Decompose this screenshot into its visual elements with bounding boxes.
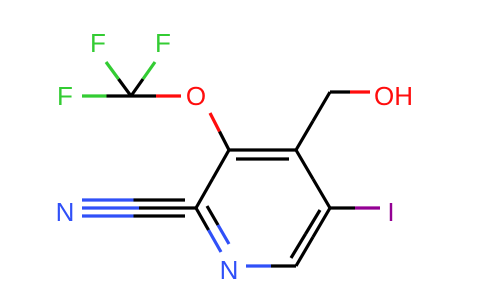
ring-c5-c6-inner-bond-b xyxy=(289,233,307,259)
fluorine-atom-left: F xyxy=(57,81,73,111)
atom-labels-layer: F F F O OH N I N xyxy=(56,28,413,285)
ring-nitrogen-c2-inner-bond-b xyxy=(205,205,220,226)
ring-c5-c6-double-bond-b xyxy=(294,236,315,267)
cf3-carbon-to-fluorine-top-right-bond-b xyxy=(141,61,157,80)
fluorine-atom-top-right: F xyxy=(155,28,171,58)
iodine-atom: I xyxy=(387,197,394,227)
c4-to-ch2-bond-b xyxy=(311,91,332,122)
pyridine-nitrogen-atom: N xyxy=(220,255,239,285)
nitrile-nitrogen-atom: N xyxy=(56,197,75,227)
cf3-carbon-to-fluorine-top-left-bond-a xyxy=(117,78,133,97)
oxygen-to-ring-c3-bond-b xyxy=(218,130,231,151)
cf3-carbon-to-fluorine-top-right-bond-a xyxy=(129,78,145,97)
bonds-layer xyxy=(82,61,380,268)
ring-c5-c6-double-bond-a xyxy=(311,207,332,238)
ring-c5-c6-inner-bond-a xyxy=(304,209,322,235)
ring-nitrogen-c2-double-bond-b xyxy=(194,207,210,231)
ring-nitrogen-c2-inner-bond-a xyxy=(216,224,231,245)
ring-c2-c3-bond-b xyxy=(211,149,231,180)
oxygen-atom-ether: O xyxy=(186,81,206,111)
fluorine-atom-top-left: F xyxy=(90,28,106,58)
hydroxyl-group-label: OH xyxy=(374,81,413,111)
c4-to-ch2-bond-a xyxy=(294,120,315,151)
ring-c4-c5-bond-b xyxy=(311,178,332,209)
ring-c4-c5-bond-a xyxy=(294,149,315,180)
ring-c2-c3-bond-a xyxy=(194,178,214,209)
oxygen-to-ring-c3-bond-a xyxy=(208,112,221,133)
cf3-carbon-to-fluorine-top-left-bond-b xyxy=(104,61,120,80)
ring-nitrogen-c2-double-bond-a xyxy=(207,229,223,253)
